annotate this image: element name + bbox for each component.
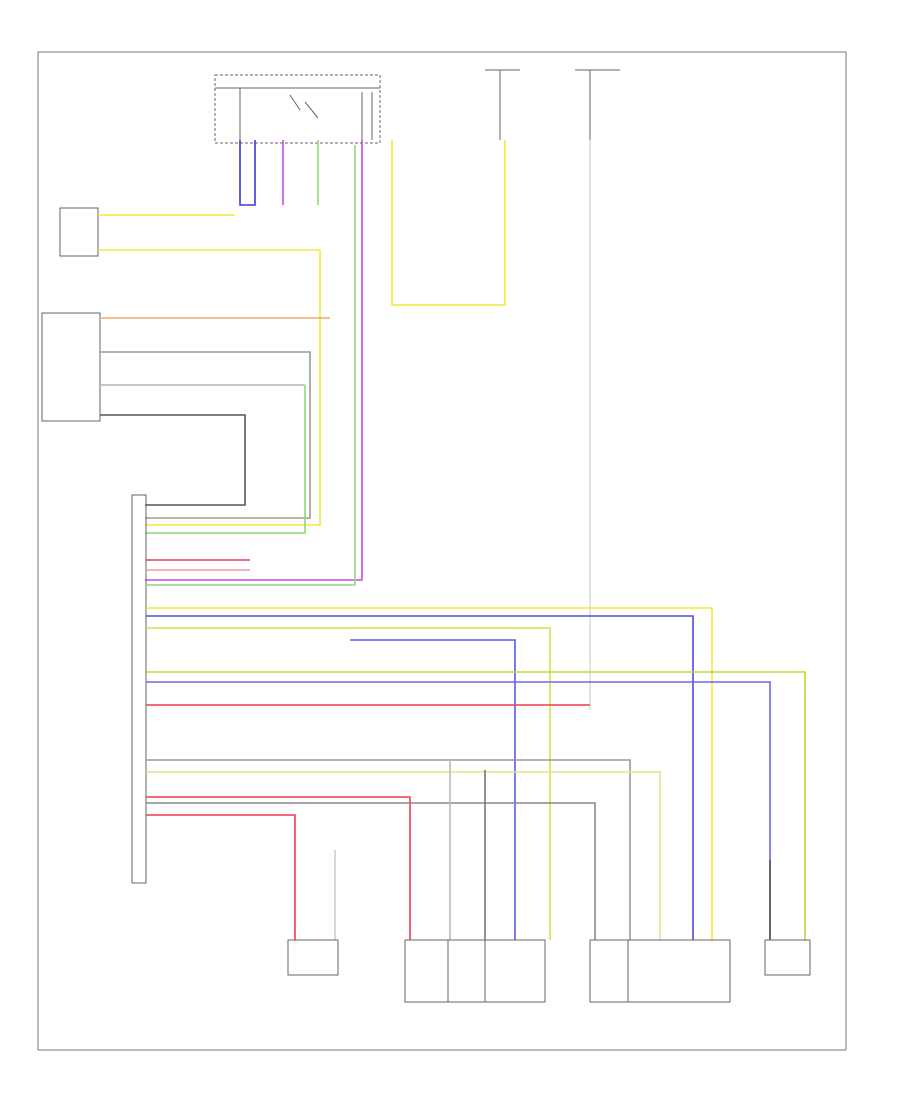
wire-green-2 bbox=[146, 145, 356, 586]
actuator-box-1 bbox=[404, 939, 546, 1003]
blower-motor bbox=[59, 207, 99, 257]
wire-yellow-long bbox=[146, 607, 713, 940]
diagram-frame bbox=[37, 51, 847, 1051]
blower-resistor bbox=[41, 312, 101, 422]
wire-blue-long bbox=[146, 615, 694, 940]
wire-gray-2 bbox=[146, 759, 631, 940]
top-power-distribution bbox=[214, 69, 620, 144]
sensor-box-2 bbox=[764, 939, 811, 976]
wire-red-3 bbox=[146, 796, 411, 940]
actuator-box-2 bbox=[589, 939, 731, 1003]
sensor-box-1 bbox=[287, 939, 339, 976]
wire-yg-long bbox=[146, 671, 806, 940]
wire-yellow-blower-2 bbox=[98, 249, 321, 526]
wire-gray-3 bbox=[146, 802, 596, 940]
wire-violet-long bbox=[145, 140, 363, 581]
relay-box bbox=[214, 74, 381, 144]
wire-red-4 bbox=[146, 814, 296, 940]
wire-gray-res bbox=[100, 351, 311, 519]
wire-blue-3 bbox=[146, 681, 771, 940]
wire-yellow-top bbox=[391, 140, 506, 306]
wire-blue-top bbox=[239, 140, 256, 206]
wire-yg-3 bbox=[146, 771, 661, 940]
wire-yg-2 bbox=[146, 627, 551, 940]
wire-green-res bbox=[145, 385, 306, 534]
wire-blue-2 bbox=[350, 639, 516, 940]
wire-black-res bbox=[100, 414, 246, 506]
control-module bbox=[131, 494, 147, 884]
